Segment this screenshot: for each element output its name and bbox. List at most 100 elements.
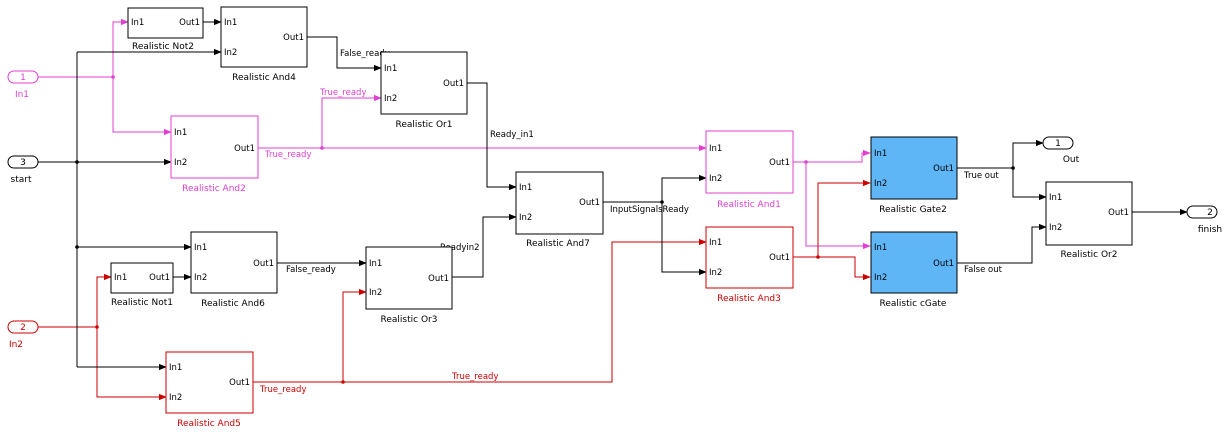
and7-port-in2: In2 — [519, 213, 532, 223]
and6-port-in2: In2 — [194, 273, 207, 283]
and6-name: Realistic And6 — [201, 299, 265, 309]
block-realistic-cgate[interactable]: In1 In2 Out1 Realistic cGate — [870, 231, 958, 309]
and7-port-in1: In1 — [519, 183, 532, 193]
outport-out-label: Out — [1063, 155, 1080, 165]
cgate-port-in1: In1 — [874, 243, 887, 253]
gate2-port-in1: In1 — [874, 149, 887, 159]
wire-junctions-red — [95, 255, 820, 384]
block-realistic-and1[interactable]: In1 In2 Out1 Realistic And1 — [705, 130, 794, 210]
inport-in2-number: 2 — [20, 323, 26, 333]
wire-junctions-magenta — [111, 75, 808, 164]
and7-name: Realistic And7 — [526, 239, 590, 249]
block-realistic-and2[interactable]: In1 In2 Out1 Realistic And2 — [170, 115, 259, 194]
or3-port-out1: Out1 — [428, 274, 449, 284]
or2-name: Realistic Or2 — [1061, 250, 1118, 260]
and2-port-in2: In2 — [174, 158, 187, 168]
signal-false-out: False out — [964, 265, 1003, 275]
not1-name: Realistic Not1 — [111, 298, 173, 308]
and7-port-out1: Out1 — [579, 198, 600, 208]
not2-port-in1: In1 — [131, 18, 144, 28]
and5-port-in2: In2 — [169, 393, 182, 403]
not2-name: Realistic Not2 — [132, 42, 194, 52]
block-realistic-and7[interactable]: In1 In2 Out1 Realistic And7 — [515, 171, 604, 249]
inport-in2-label: In2 — [9, 340, 23, 350]
inport-in1-label: In1 — [15, 90, 29, 100]
outport-out-number: 1 — [1055, 139, 1061, 149]
cgate-port-in2: In2 — [874, 273, 887, 283]
and1-name: Realistic And1 — [717, 200, 781, 210]
and5-port-in1: In1 — [169, 363, 182, 373]
signal-false-ready-top: False_ready — [340, 49, 390, 59]
and4-port-out1: Out1 — [283, 33, 304, 43]
or1-port-in2: In2 — [384, 94, 397, 104]
and1-port-in2: In2 — [709, 174, 722, 184]
wires-in1 — [38, 18, 871, 250]
or3-port-in1: In1 — [369, 259, 382, 269]
not1-port-out1: Out1 — [149, 273, 170, 283]
gate2-port-in2: In2 — [874, 179, 887, 189]
inport-in1-number: 1 — [20, 73, 26, 83]
and6-port-out1: Out1 — [253, 259, 274, 269]
outport-finish[interactable]: 2 finish — [1186, 205, 1222, 235]
and5-name: Realistic And5 — [177, 419, 241, 429]
block-realistic-not2[interactable]: In1 Out1 Realistic Not2 — [127, 7, 204, 52]
and5-port-out1: Out1 — [229, 378, 250, 388]
signal-readyin2: Readyin2 — [440, 243, 480, 253]
block-realistic-and6[interactable]: In1 In2 Out1 Realistic And6 — [190, 231, 278, 309]
signal-true-ready-and5: True_ready — [259, 385, 306, 395]
gate2-name: Realistic Gate2 — [879, 205, 947, 215]
and3-port-in2: In2 — [709, 268, 722, 278]
and1-port-in1: In1 — [709, 144, 722, 154]
signal-input-signals-ready: InputSignalsReady — [610, 205, 689, 215]
block-realistic-and4[interactable]: In1 In2 Out1 Realistic And4 — [220, 6, 308, 83]
signal-true-ready-long: True_ready — [451, 372, 498, 382]
and1-port-out1: Out1 — [769, 158, 790, 168]
signal-ready-in1: Ready_in1 — [490, 130, 534, 140]
or1-name: Realistic Or1 — [396, 120, 453, 130]
or2-port-in1: In1 — [1049, 193, 1062, 203]
or3-port-in2: In2 — [369, 288, 382, 298]
and3-name: Realistic And3 — [717, 294, 781, 304]
or2-port-out1: Out1 — [1108, 208, 1129, 218]
outport-finish-number: 2 — [1207, 208, 1213, 218]
signal-false-ready-mid: False_ready — [286, 265, 336, 275]
inport-start-label: start — [11, 175, 32, 185]
or3-name: Realistic Or3 — [381, 315, 438, 325]
not2-port-out1: Out1 — [179, 18, 200, 28]
and6-port-in1: In1 — [194, 243, 207, 253]
and2-name: Realistic And2 — [182, 184, 246, 194]
and4-name: Realistic And4 — [232, 73, 296, 83]
and4-port-in1: In1 — [224, 18, 237, 28]
block-realistic-gate2[interactable]: In1 In2 Out1 Realistic Gate2 — [870, 136, 958, 215]
or1-port-in1: In1 — [384, 64, 397, 74]
wires-black — [38, 18, 1188, 371]
signal-true-ready-or1: True_ready — [319, 88, 366, 98]
and3-port-in1: In1 — [709, 238, 722, 248]
and3-port-out1: Out1 — [769, 253, 790, 263]
inport-in1[interactable]: 1 In1 — [7, 70, 39, 100]
block-realistic-not1[interactable]: In1 Out1 Realistic Not1 — [110, 262, 174, 308]
cgate-name: Realistic cGate — [880, 299, 947, 309]
and2-port-out1: Out1 — [234, 144, 255, 154]
block-realistic-or2[interactable]: In1 In2 Out1 Realistic Or2 — [1045, 181, 1133, 260]
outport-finish-label: finish — [1198, 225, 1222, 235]
wires-in2 — [38, 179, 871, 401]
not1-port-in1: In1 — [114, 273, 127, 283]
inport-start[interactable]: 3 start — [7, 155, 39, 185]
block-realistic-or1[interactable]: In1 In2 Out1 Realistic Or1 — [380, 51, 468, 130]
block-realistic-and5[interactable]: In1 In2 Out1 Realistic And5 — [165, 351, 254, 429]
block-realistic-or3[interactable]: In1 In2 Out1 Realistic Or3 — [365, 246, 453, 325]
and4-port-in2: In2 — [224, 48, 237, 58]
wire-junctions-black — [75, 160, 1015, 249]
inport-in2[interactable]: 2 In2 — [7, 320, 39, 350]
or2-port-in2: In2 — [1049, 223, 1062, 233]
signal-true-ready-and2: True_ready — [264, 150, 311, 160]
cgate-port-out1: Out1 — [933, 259, 954, 269]
signal-true-out: True out — [963, 171, 999, 181]
outport-out[interactable]: 1 Out — [1042, 136, 1080, 165]
inport-start-number: 3 — [20, 158, 26, 168]
gate2-port-out1: Out1 — [933, 164, 954, 174]
or1-port-out1: Out1 — [443, 79, 464, 89]
block-realistic-and3[interactable]: In1 In2 Out1 Realistic And3 — [705, 226, 794, 304]
